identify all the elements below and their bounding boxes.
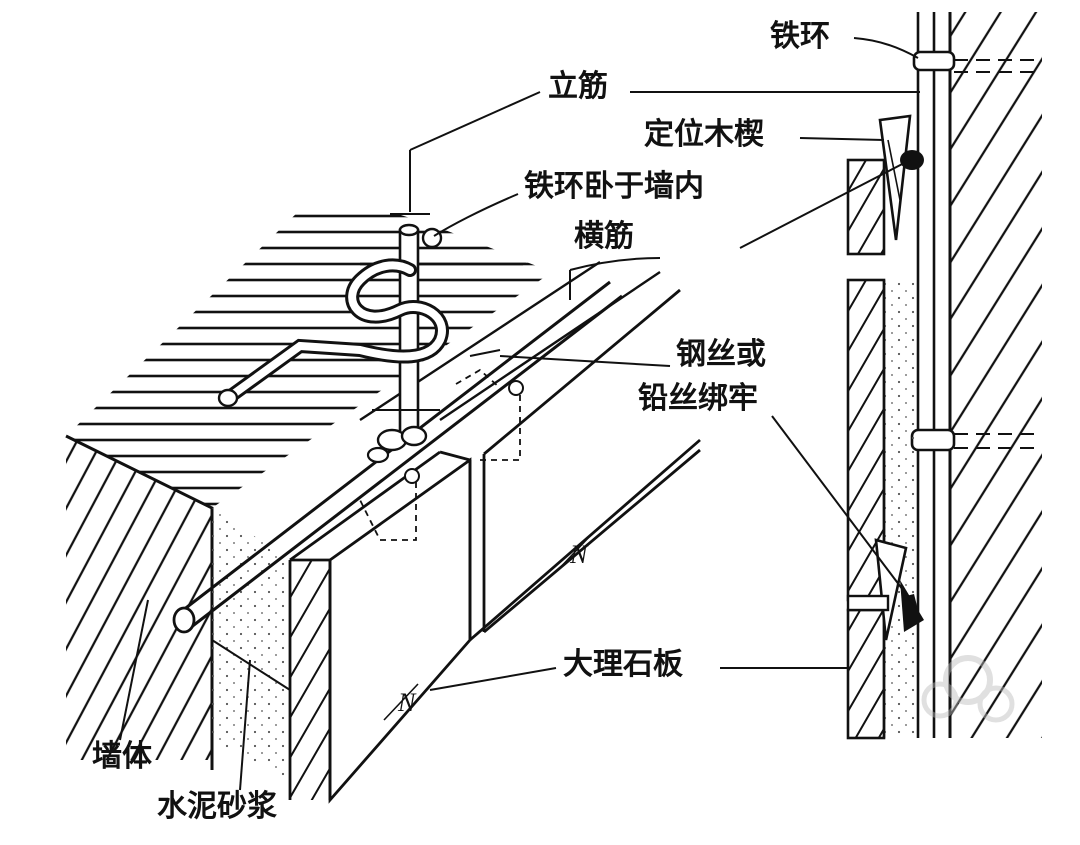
label-wall-body: 墙体 (92, 739, 152, 774)
label-iron-ring-in-wall: 铁环卧于墙内 (524, 169, 704, 204)
label-lead-wire-tied: 铅丝绑牢 (638, 381, 758, 416)
label-steel-wire-or: 钢丝或 (676, 337, 766, 372)
wall-top-hatching (66, 208, 552, 508)
iron-ring-hook (217, 227, 449, 408)
label-positioning-wood-wedge: 定位木楔 (644, 117, 764, 152)
section-iron-rings (910, 50, 1040, 452)
label-iron-ring: 铁环 (770, 19, 830, 54)
break-mark-upper: N (570, 540, 588, 569)
flower-watermark-icon (921, 655, 1015, 723)
section-marble-slabs (846, 158, 918, 740)
break-mark-lower: N (398, 688, 416, 717)
marble-slab-front (288, 450, 472, 804)
wire-ties (359, 349, 524, 541)
label-cement-mortar: 水泥砂浆 (157, 789, 277, 824)
label-marble-slab: 大理石板 (563, 647, 683, 682)
label-horizontal-rebar: 横筋 (574, 219, 634, 254)
leader-lines (119, 37, 920, 791)
marble-slab-joint (468, 288, 701, 642)
label-vertical-rebar: 立筋 (548, 69, 608, 104)
mortar-layer (211, 508, 291, 780)
section-vertical-rebar (916, 12, 936, 738)
section-wall (948, 12, 1042, 738)
arrow-head (906, 594, 918, 610)
